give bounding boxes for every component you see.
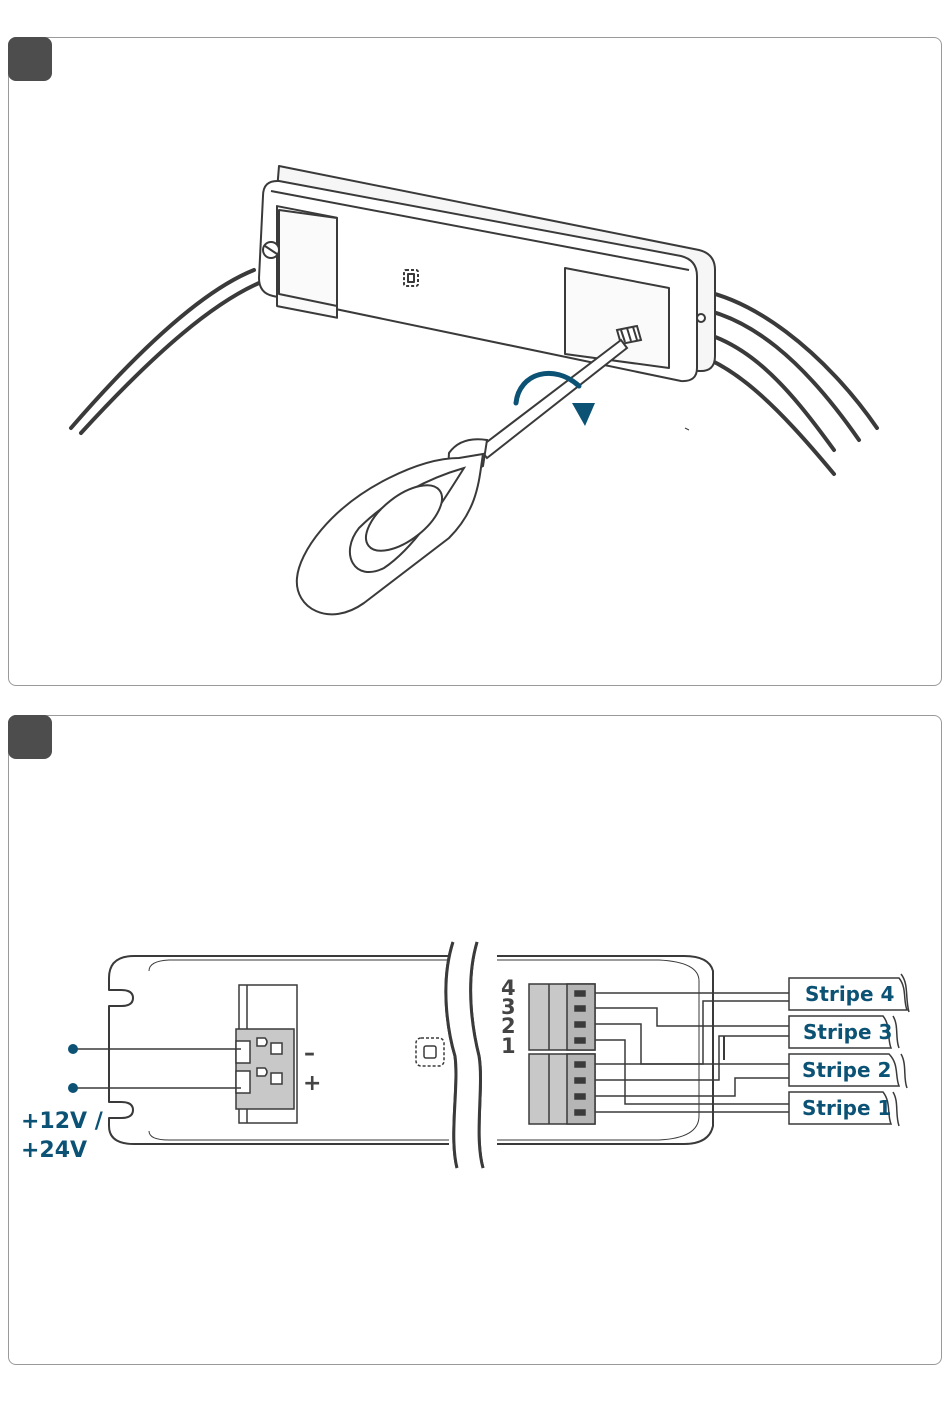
supply-dot-plus: [68, 1083, 78, 1093]
stripe-label: Stripe 4: [805, 982, 894, 1006]
minus-sign: –: [304, 1041, 315, 1066]
stripe-label: Stripe 3: [803, 1020, 892, 1044]
center-sensor-icon: [416, 1038, 444, 1066]
step-panel-wiring: – + +12V / +24V: [8, 715, 942, 1365]
supply-wires: [73, 1049, 241, 1088]
stripe-label: Stripe 1: [802, 1096, 891, 1120]
rotate-arrow-head-icon: [572, 403, 595, 426]
supply-dot-minus: [68, 1044, 78, 1054]
stripe-label: Stripe 2: [802, 1058, 891, 1082]
controller-housing: [259, 166, 715, 381]
controller-outline: [109, 942, 713, 1168]
illustration-open-housing: [9, 38, 943, 687]
output-terminal-block: [529, 984, 595, 1124]
screwdriver: [297, 340, 627, 614]
step-panel-open-housing: [8, 37, 942, 686]
wiring-diagram: – + +12V / +24V: [9, 716, 943, 1366]
left-cables: [71, 270, 259, 433]
channel-number: 1: [501, 1034, 516, 1058]
supply-voltage-label: +12V /: [21, 1109, 104, 1134]
plus-sign: +: [303, 1071, 321, 1096]
output-wires: [595, 993, 789, 1112]
supply-voltage-label-2: +24V: [21, 1138, 87, 1163]
power-terminal-block: [236, 985, 297, 1123]
